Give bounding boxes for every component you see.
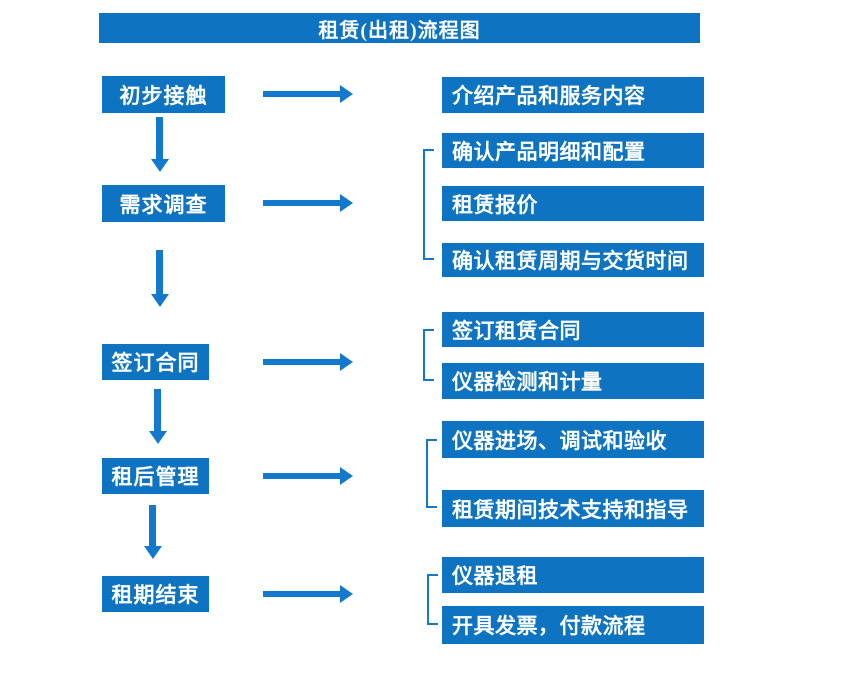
output-box-confirm-product-details: 确认产品明细和配置 xyxy=(442,133,704,168)
right-arrow-demand-survey-icon xyxy=(263,194,353,212)
bracket-sign-contract-outputs xyxy=(423,329,434,381)
output-box-introduce-products: 介绍产品和服务内容 xyxy=(442,77,704,113)
output-box-rental-quotation: 租赁报价 xyxy=(442,186,704,221)
right-arrow-initial-contact-icon xyxy=(263,85,353,103)
down-arrow-step1-step2-icon xyxy=(150,117,169,172)
right-arrow-post-rental-icon xyxy=(263,467,353,485)
output-box-instrument-return: 仪器退租 xyxy=(442,557,704,593)
title-bar: 租赁(出租)流程图 xyxy=(99,13,700,43)
down-arrow-step3-step4-icon xyxy=(148,389,167,444)
output-box-instrument-testing: 仪器检测和计量 xyxy=(442,363,704,399)
output-box-confirm-rental-period: 确认租赁周期与交货时间 xyxy=(442,243,704,277)
bracket-post-rental-outputs xyxy=(426,439,437,508)
step-box-post-rental-management: 租后管理 xyxy=(102,458,209,494)
step-box-initial-contact: 初步接触 xyxy=(102,76,225,113)
output-box-technical-support: 租赁期间技术支持和指导 xyxy=(442,490,704,527)
bracket-demand-survey-outputs xyxy=(423,149,434,260)
step-box-sign-contract: 签订合同 xyxy=(102,344,209,380)
down-arrow-step2-step3-icon xyxy=(150,250,169,307)
right-arrow-lease-end-icon xyxy=(263,585,353,603)
output-box-sign-rental-contract: 签订租赁合同 xyxy=(442,312,704,347)
bracket-lease-end-outputs xyxy=(427,574,438,625)
page-title: 租赁(出租)流程图 xyxy=(318,19,481,42)
step-box-lease-end: 租期结束 xyxy=(102,576,209,612)
output-box-instrument-setup-acceptance: 仪器进场、调试和验收 xyxy=(442,421,704,458)
down-arrow-step4-step5-icon xyxy=(143,505,162,559)
output-box-invoicing-payment: 开具发票，付款流程 xyxy=(442,606,704,644)
right-arrow-sign-contract-icon xyxy=(263,353,353,371)
step-box-demand-survey: 需求调查 xyxy=(102,185,225,222)
